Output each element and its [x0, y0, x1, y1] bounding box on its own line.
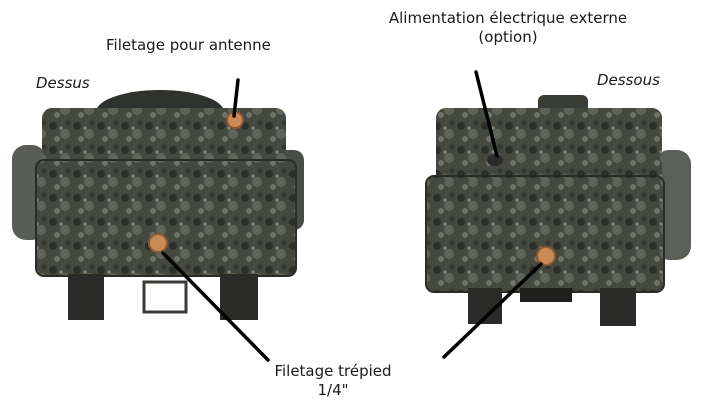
external-power-label-line1: Alimentation électrique externe — [388, 9, 628, 27]
camera-body — [35, 159, 297, 277]
leader-antenna-thread — [232, 78, 240, 118]
latch-right — [220, 274, 258, 320]
tripod-thread-bottom-icon — [536, 246, 556, 266]
latch-right-bottom — [600, 288, 636, 326]
camera-body-bottom — [425, 175, 665, 293]
external-power-label: Alimentation électrique externe (option) — [368, 9, 648, 47]
external-power-socket-icon — [487, 154, 503, 166]
camera-top-view — [12, 90, 304, 320]
camera-lid — [42, 108, 286, 170]
power-port — [520, 288, 572, 302]
leader-tripod-top — [161, 251, 270, 362]
external-power-label-line2: (option) — [478, 28, 538, 46]
tripod-thread-label-line1: Filetage trépied — [274, 362, 392, 380]
tripod-thread-top-icon — [148, 233, 168, 253]
leader-tripod-bottom — [442, 262, 543, 359]
latch-left — [68, 274, 104, 320]
bottom-view-label: Dessous — [597, 71, 660, 89]
camera-bottom-view — [425, 95, 691, 326]
antenna-thread-label: Filetage pour antenne — [106, 36, 271, 54]
tripod-thread-label: Filetage trépied 1/4" — [258, 362, 408, 400]
tripod-thread-label-line2: 1/4" — [317, 381, 349, 399]
top-view-label: Dessus — [36, 74, 90, 92]
camera-lid-bottom — [436, 108, 662, 184]
leader-external-power — [474, 70, 499, 158]
lock-loop — [142, 280, 188, 314]
